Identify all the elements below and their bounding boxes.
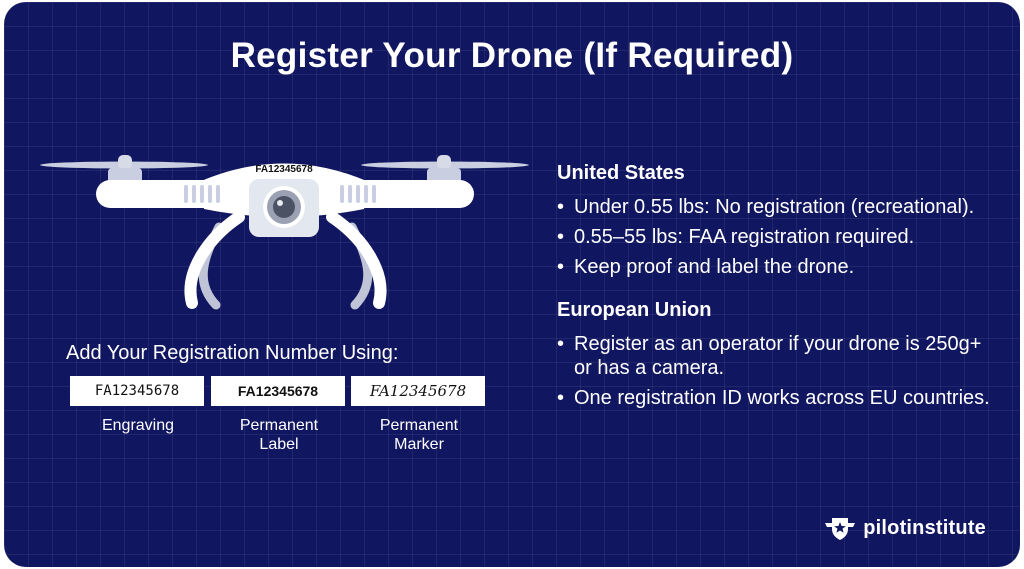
caption-line: Permanent <box>239 417 319 434</box>
regulations-panel: United States Under 0.55 lbs: No registr… <box>557 162 997 416</box>
sample-permanent-marker: FA12345678 Permanent Marker <box>351 376 487 454</box>
add-registration-label: Add Your Registration Number Using: <box>66 342 399 364</box>
caption-line: Marker <box>394 436 444 453</box>
brand-logo: pilotinstitute <box>823 515 986 541</box>
us-bullet: Keep proof and label the drone. <box>557 255 997 279</box>
drone-registration-number: FA12345678 <box>255 164 313 175</box>
eu-heading: European Union <box>557 299 712 321</box>
eu-bullet: One registration ID works across EU coun… <box>557 386 997 410</box>
sample-label-value: FA12345678 <box>211 376 345 406</box>
eu-bullet: Register as an operator if your drone is… <box>557 332 997 380</box>
page-title: Register Your Drone (If Required) <box>230 36 794 75</box>
sample-engraving-value: FA12345678 <box>70 376 204 406</box>
infographic-card: Register Your Drone (If Required) <box>4 2 1020 567</box>
us-bullet: 0.55–55 lbs: FAA registration required. <box>557 225 997 249</box>
us-bullet: Under 0.55 lbs: No registration (recreat… <box>557 195 997 219</box>
sample-label-caption: Permanent Label <box>211 416 347 454</box>
winged-star-badge-icon <box>825 518 856 540</box>
drone-illustration: FA12345678 <box>40 155 529 310</box>
caption-line: Label <box>259 436 299 453</box>
logo-text: pilotinstitute <box>863 516 986 539</box>
sample-permanent-label: FA12345678 Permanent Label <box>211 376 347 454</box>
us-heading: United States <box>557 162 685 184</box>
sample-marker-caption: Permanent Marker <box>351 416 487 454</box>
us-bullets: Under 0.55 lbs: No registration (recreat… <box>557 195 997 279</box>
sample-engraving: FA12345678 Engraving <box>70 376 206 435</box>
sample-engraving-caption: Engraving <box>70 416 206 435</box>
sample-marker-value: FA12345678 <box>351 376 485 406</box>
caption-line: Engraving <box>101 417 175 434</box>
eu-bullets: Register as an operator if your drone is… <box>557 332 997 410</box>
caption-line: Permanent <box>379 417 459 434</box>
